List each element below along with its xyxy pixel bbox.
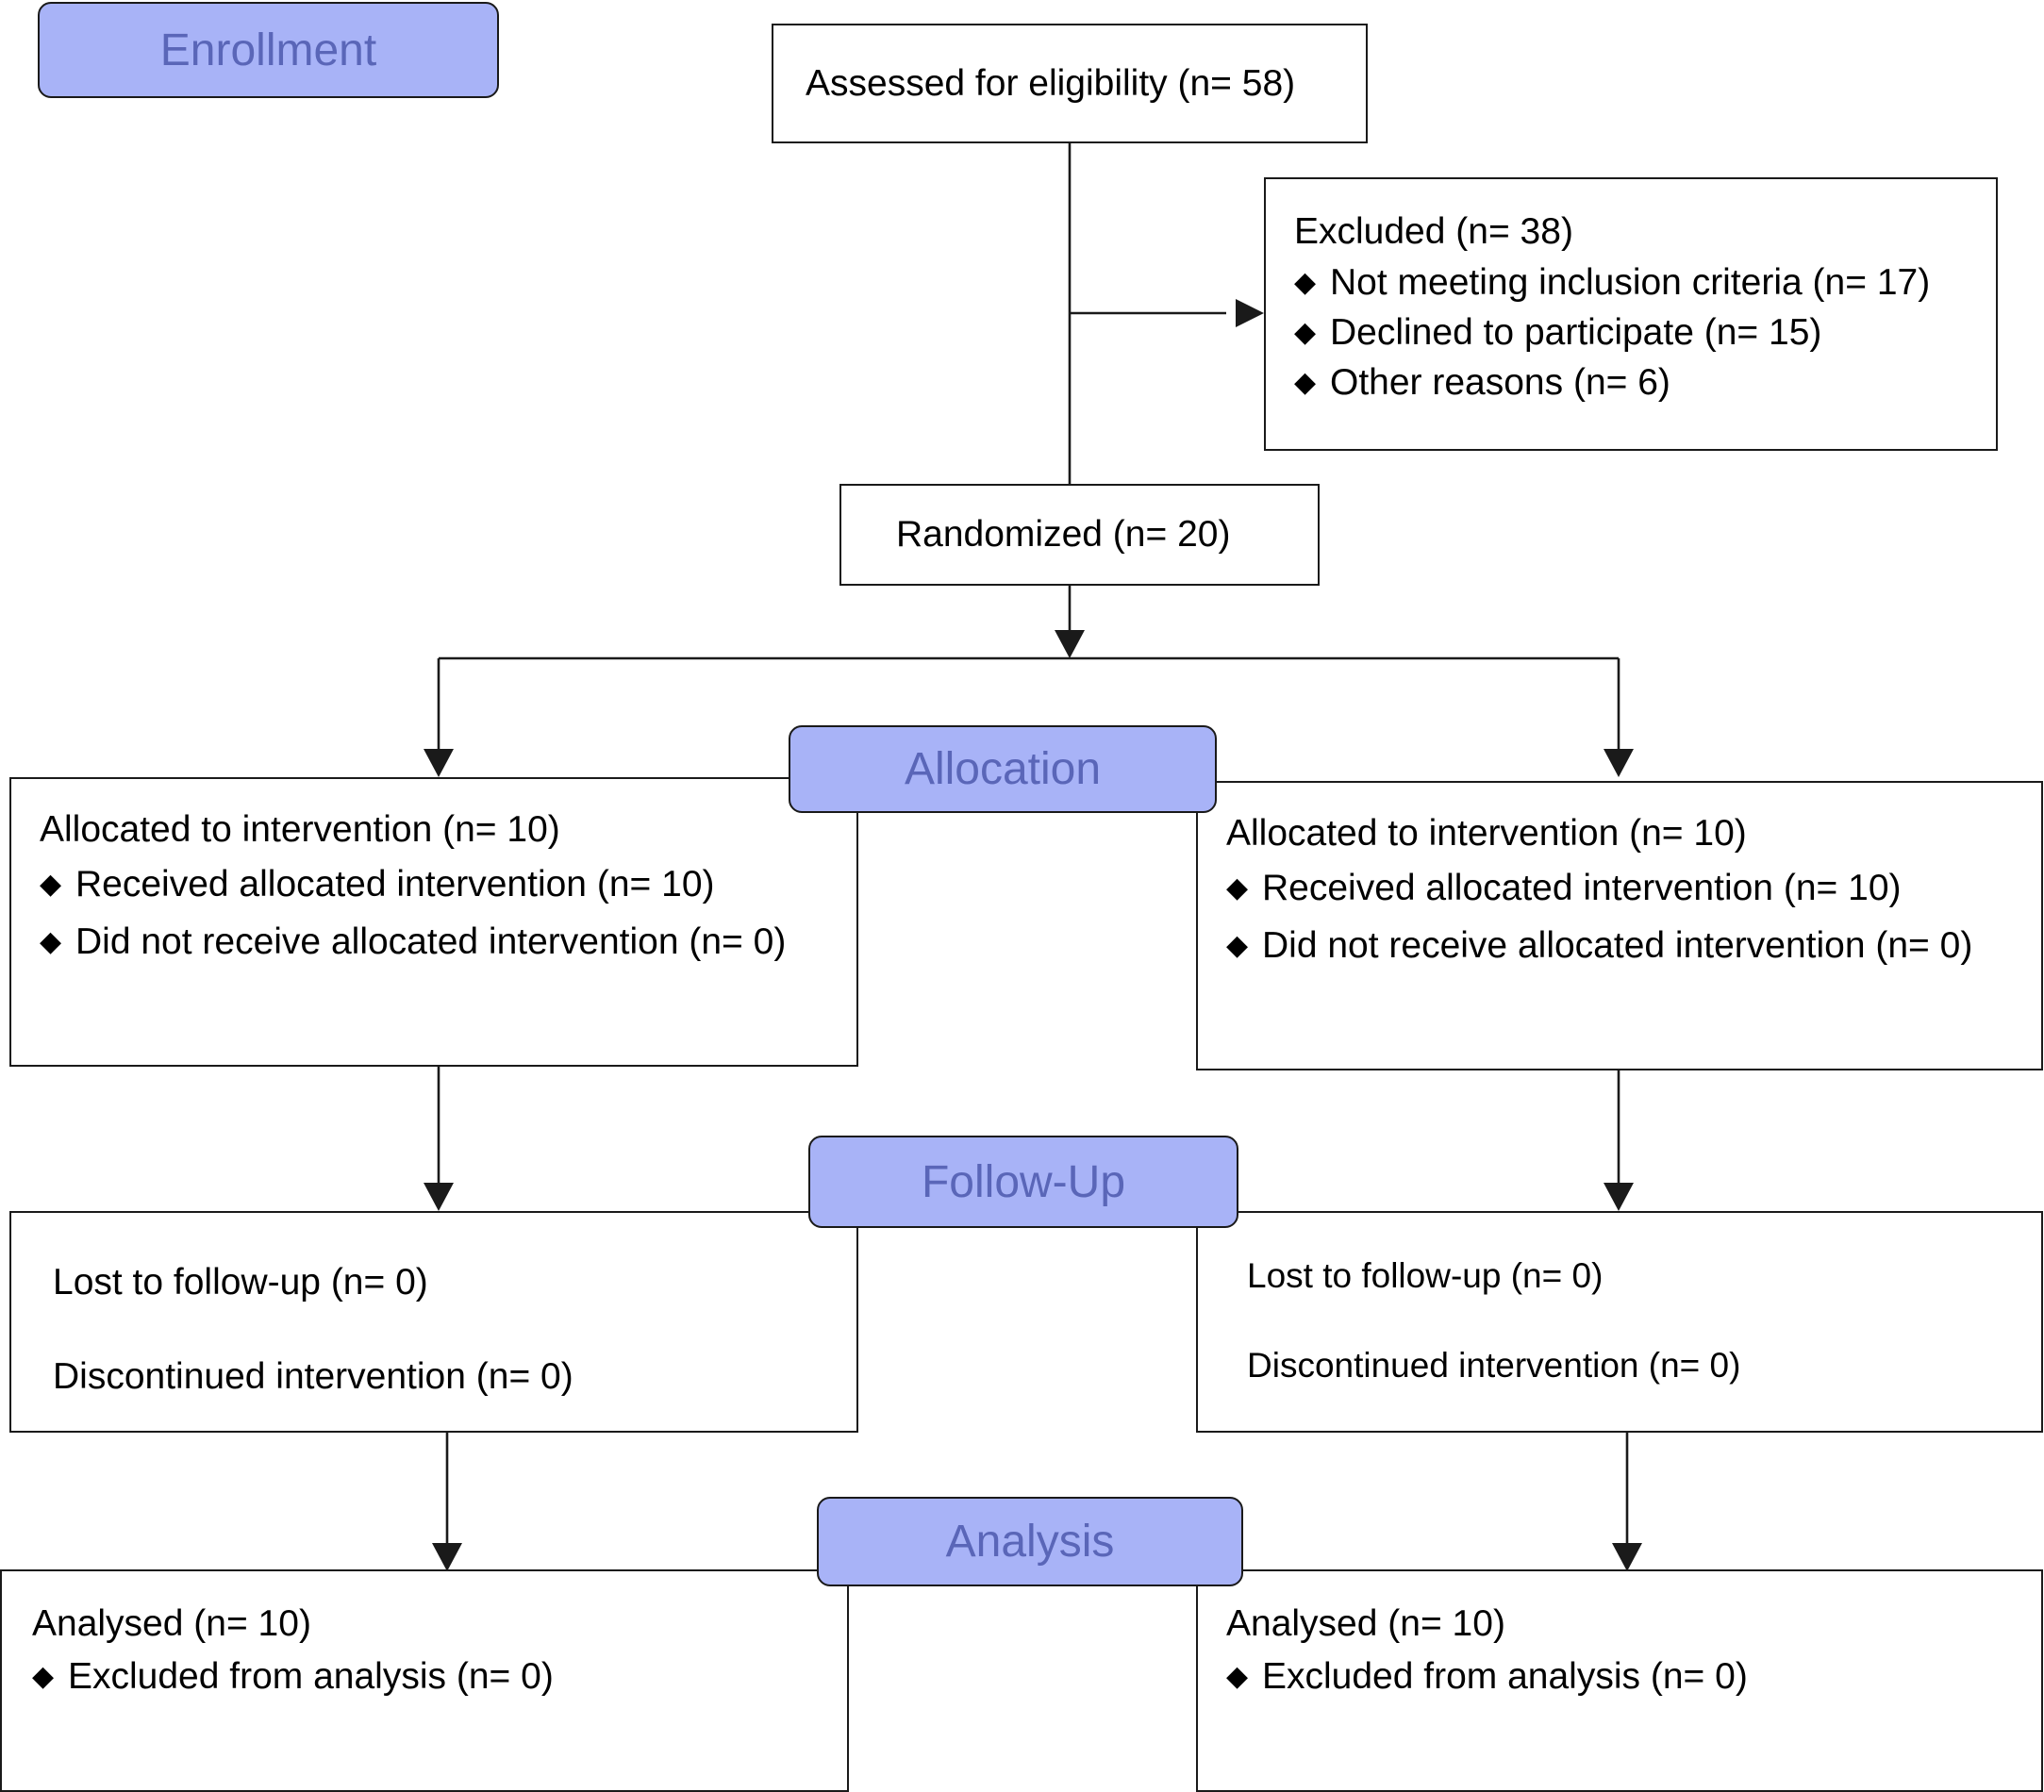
stage-analysis-label: Analysis: [945, 1517, 1115, 1567]
excluded-item: ◆Declined to participate (n= 15): [1294, 312, 1822, 353]
stage-followup: Follow-Up: [808, 1136, 1238, 1228]
followup-right-discontinued: Discontinued intervention (n= 0): [1247, 1346, 1741, 1385]
arrowhead-analysis-right: [1612, 1543, 1642, 1571]
analysis-right-box: Analysed (n= 10) ◆Excluded from analysis…: [1196, 1569, 2043, 1792]
analysis-left-box: Analysed (n= 10) ◆Excluded from analysis…: [0, 1569, 849, 1792]
analysis-right-item: ◆Excluded from analysis (n= 0): [1226, 1656, 1748, 1697]
allocation-right-title: Allocated to intervention (n= 10): [1226, 813, 1747, 854]
assessed-box: Assessed for eligibility (n= 58): [772, 24, 1368, 143]
bullet-diamond-icon: ◆: [40, 869, 62, 900]
arrowhead-follow-right: [1604, 1183, 1634, 1211]
bullet-diamond-icon: ◆: [40, 926, 62, 957]
arrowhead-excluded: [1236, 299, 1264, 327]
randomized-box: Randomized (n= 20): [839, 484, 1320, 586]
stage-analysis: Analysis: [817, 1497, 1243, 1586]
allocation-right-item: ◆Did not receive allocated intervention …: [1226, 925, 1973, 966]
allocation-left-title: Allocated to intervention (n= 10): [40, 809, 560, 850]
followup-right-lost: Lost to follow-up (n= 0): [1247, 1256, 1604, 1295]
excluded-item: ◆Not meeting inclusion criteria (n= 17): [1294, 262, 1931, 303]
stage-enrollment: Enrollment: [38, 2, 499, 98]
stage-allocation-label: Allocation: [904, 744, 1102, 794]
arrowhead-randomized: [1055, 630, 1085, 658]
arrowhead-follow-left: [424, 1183, 454, 1211]
arrowhead-alloc-right: [1604, 749, 1634, 777]
allocation-left-box: Allocated to intervention (n= 10) ◆Recei…: [9, 777, 858, 1067]
followup-left-box: Lost to follow-up (n= 0) Discontinued in…: [9, 1211, 858, 1433]
allocation-left-item: ◆Received allocated intervention (n= 10): [40, 864, 715, 904]
followup-right-box: Lost to follow-up (n= 0) Discontinued in…: [1196, 1211, 2043, 1433]
excluded-item: ◆Other reasons (n= 6): [1294, 362, 1670, 403]
stage-enrollment-label: Enrollment: [159, 25, 377, 75]
arrowhead-analysis-left: [432, 1543, 462, 1571]
bullet-diamond-icon: ◆: [1226, 872, 1249, 904]
arrowhead-alloc-left: [424, 749, 454, 777]
analysis-right-title: Analysed (n= 10): [1226, 1603, 1505, 1644]
bullet-diamond-icon: ◆: [1294, 267, 1317, 298]
allocation-right-box: Allocated to intervention (n= 10) ◆Recei…: [1196, 781, 2043, 1070]
excluded-title: Excluded (n= 38): [1294, 211, 1573, 252]
excluded-box: Excluded (n= 38) ◆Not meeting inclusion …: [1264, 177, 1998, 451]
stage-followup-label: Follow-Up: [921, 1156, 1126, 1207]
analysis-left-title: Analysed (n= 10): [32, 1603, 311, 1644]
bullet-diamond-icon: ◆: [1226, 1661, 1249, 1692]
randomized-text: Randomized (n= 20): [896, 514, 1231, 555]
bullet-diamond-icon: ◆: [32, 1661, 55, 1692]
allocation-right-item: ◆Received allocated intervention (n= 10): [1226, 868, 1902, 908]
bullet-diamond-icon: ◆: [1226, 930, 1249, 961]
assessed-text: Assessed for eligibility (n= 58): [806, 63, 1296, 104]
bullet-diamond-icon: ◆: [1294, 367, 1317, 398]
bullet-diamond-icon: ◆: [1294, 317, 1317, 348]
followup-left-lost: Lost to follow-up (n= 0): [53, 1262, 428, 1303]
followup-left-discontinued: Discontinued intervention (n= 0): [53, 1356, 573, 1397]
stage-allocation: Allocation: [789, 725, 1217, 813]
analysis-left-item: ◆Excluded from analysis (n= 0): [32, 1656, 554, 1697]
allocation-left-item: ◆Did not receive allocated intervention …: [40, 921, 787, 962]
